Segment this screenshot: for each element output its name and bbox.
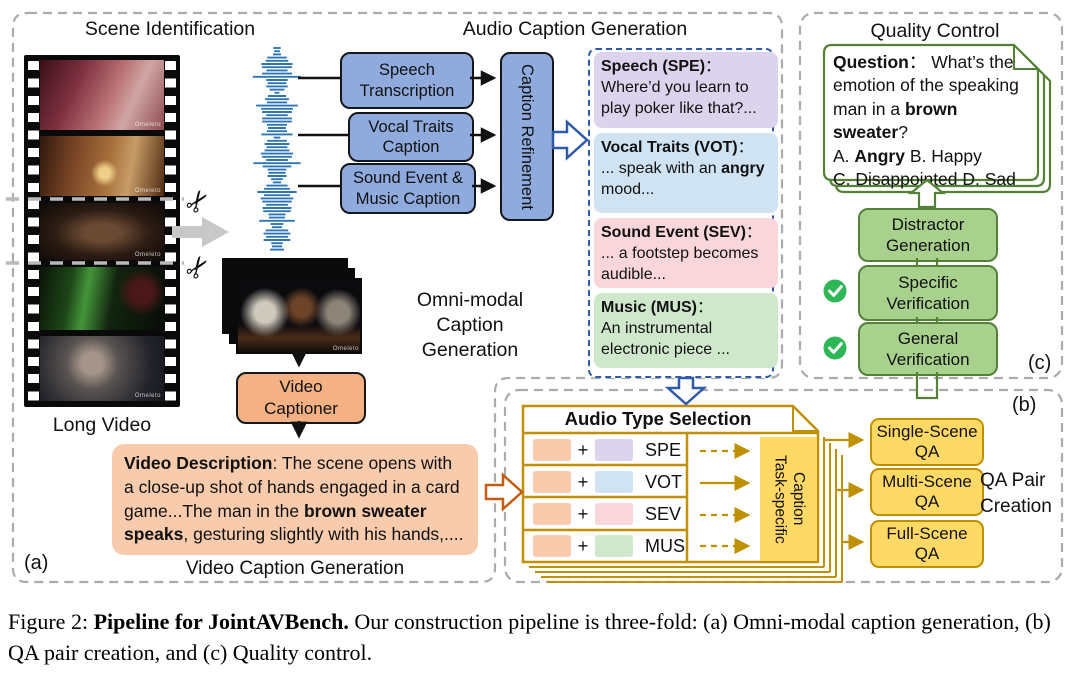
video-frame-boy-face: Omeleto	[40, 336, 164, 401]
video-description-box: Video Description: The scene opens with …	[112, 444, 478, 556]
video-captioner-box: Video Captioner	[236, 372, 366, 424]
captions-to-selection-arrow	[664, 376, 708, 406]
video-frame-hands: Omeleto	[40, 60, 164, 130]
scene-split-arrow	[172, 217, 229, 247]
selection-row-sev: + SEV	[524, 501, 686, 527]
description-to-selection-arrow	[484, 472, 524, 512]
video-caption-swatch	[533, 439, 571, 461]
sound-event-caption-card: Sound Event (SEV)：... a footstep becomes…	[594, 218, 778, 288]
panel-b-letter: (b)	[1012, 394, 1037, 416]
sound-event-music-caption-box: Sound Event & Music Caption	[340, 163, 476, 214]
single-scene-qa-box: Single-Scene QA	[870, 418, 984, 466]
scene-identification-title: Scene Identification	[84, 18, 256, 40]
checkmark-icon	[823, 336, 847, 360]
checkmark-icon	[823, 279, 847, 303]
selection-row-vot: + VOT	[524, 469, 686, 495]
watermark-text: Omeleto	[134, 252, 161, 258]
plus-sign: +	[577, 535, 589, 556]
selection-row-label: SEV	[645, 503, 682, 524]
video-scene-thumbnail: Omeleto	[236, 278, 362, 354]
video-caption-swatch	[533, 535, 571, 557]
plus-sign: +	[577, 503, 589, 524]
audio-caption-generation-title: Audio Caption Generation	[462, 18, 688, 40]
selection-row-spe: + SPE	[524, 437, 686, 463]
selection-row-label: VOT	[645, 471, 683, 492]
speech-transcription-box: Speech Transcription	[340, 52, 474, 109]
general-verification-box: General Verification	[858, 322, 998, 376]
plus-sign: +	[577, 439, 589, 460]
caption-refinement-box: Caption Refinement	[500, 52, 554, 221]
selection-row-mus: + MUS	[524, 533, 686, 559]
filmstrip-sprockets-right	[165, 61, 176, 401]
vocal-traits-caption-card: Vocal Traits (VOT)：... speak with an ang…	[594, 133, 778, 213]
scissors-icon: ✂	[178, 182, 219, 221]
mus-swatch	[595, 535, 633, 557]
watermark-text: Omeleto	[134, 393, 161, 399]
plus-sign: +	[577, 471, 589, 492]
vocal-traits-caption-box: Vocal Traits Caption	[348, 112, 474, 162]
watermark-text: Omeleto	[134, 188, 161, 194]
selection-to-task-arrows	[700, 442, 751, 555]
long-video-label: Long Video	[52, 414, 152, 436]
pipeline-figure: Scene Identification Omeleto Omeleto Ome…	[6, 11, 1064, 584]
specific-verification-box: Specific Verification	[858, 265, 998, 321]
omni-modal-caption-generation-label: Omni-modal Caption Generation	[416, 289, 524, 361]
audio-type-selection-title: Audio Type Selection	[564, 408, 752, 429]
video-caption-swatch	[533, 471, 571, 493]
sev-swatch	[595, 503, 633, 525]
task-specific-caption-box: Task-specific Caption	[760, 437, 817, 561]
scissors-icon: ✂	[178, 248, 219, 287]
spe-swatch	[595, 439, 633, 461]
audio-waveform-icon	[252, 47, 302, 251]
watermark-text: Omeleto	[332, 346, 359, 352]
quality-control-title: Quality Control	[870, 20, 1000, 42]
speech-caption-card: Speech (SPE)：Where’d you learn to play p…	[594, 52, 778, 128]
sheet-to-qa-arrows	[824, 431, 865, 551]
full-scene-qa-box: Full-Scene QA	[870, 520, 984, 568]
video-frame-green-boy	[40, 267, 164, 330]
multi-scene-qa-box: Multi-Scene QA	[870, 468, 984, 516]
question-card-text: Question： What’s the emotion of the spea…	[833, 52, 1019, 190]
video-caption-generation-label: Video Caption Generation	[185, 558, 405, 579]
panel-c-letter: (c)	[1028, 352, 1052, 374]
vot-swatch	[595, 471, 633, 493]
panel-a-letter: (a)	[24, 552, 49, 574]
refined-captions-arrow	[551, 119, 589, 161]
figure-caption: Figure 2: Pipeline for JointAVBench. Our…	[8, 609, 1051, 666]
qa-pair-creation-label: QA Pair Creation	[980, 470, 1052, 517]
video-frame-family: Omeleto	[40, 136, 164, 196]
distractor-generation-box: Distractor Generation	[858, 208, 998, 262]
long-video-filmstrip: Omeleto Omeleto Omeleto Omeleto	[24, 55, 180, 407]
video-caption-swatch	[533, 503, 571, 525]
filmstrip-sprockets-left	[28, 61, 39, 401]
video-frame-card-table: Omeleto	[40, 203, 164, 260]
thumbnail-image	[238, 280, 360, 352]
watermark-text: Omeleto	[134, 122, 161, 128]
music-caption-card: Music (MUS)：An instrumental electronic p…	[594, 293, 778, 368]
selection-row-label: MUS	[645, 535, 685, 556]
selection-row-label: SPE	[645, 439, 682, 460]
